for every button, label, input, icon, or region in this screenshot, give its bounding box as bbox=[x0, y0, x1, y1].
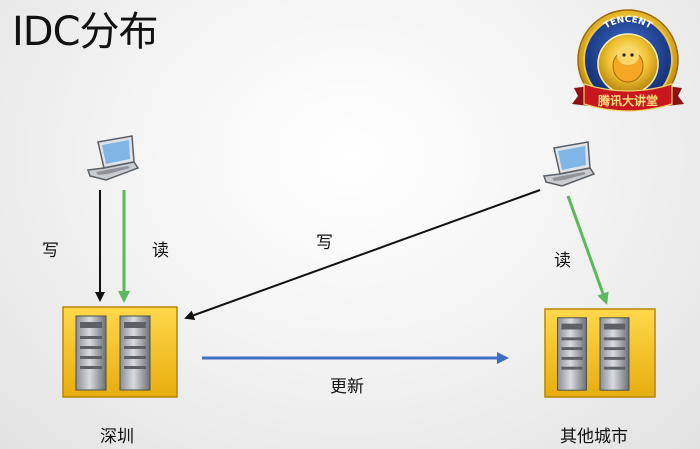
left-write-label: 写 bbox=[42, 241, 59, 261]
datacenter-other-cities-icon bbox=[544, 308, 656, 398]
other-cities-label: 其他城市 bbox=[560, 427, 628, 447]
shenzhen-label: 深圳 bbox=[100, 427, 134, 447]
tencent-badge-logo: TENCENT 腾讯大讲堂 bbox=[572, 9, 684, 112]
write-arrow-cross bbox=[184, 189, 541, 320]
right-read-label: 读 bbox=[554, 251, 571, 271]
read-arrow-right bbox=[566, 195, 609, 305]
badge-ribbon-text: 腾讯大讲堂 bbox=[597, 93, 658, 108]
left-read-label: 读 bbox=[152, 241, 169, 261]
datacenter-shenzhen-icon bbox=[62, 306, 178, 398]
laptop-client-left-icon bbox=[86, 135, 140, 181]
cross-write-label: 写 bbox=[316, 233, 333, 253]
laptop-client-right-icon bbox=[542, 141, 596, 187]
sync-label: 更新 bbox=[330, 377, 364, 397]
page-title: IDC分布 bbox=[12, 9, 159, 55]
